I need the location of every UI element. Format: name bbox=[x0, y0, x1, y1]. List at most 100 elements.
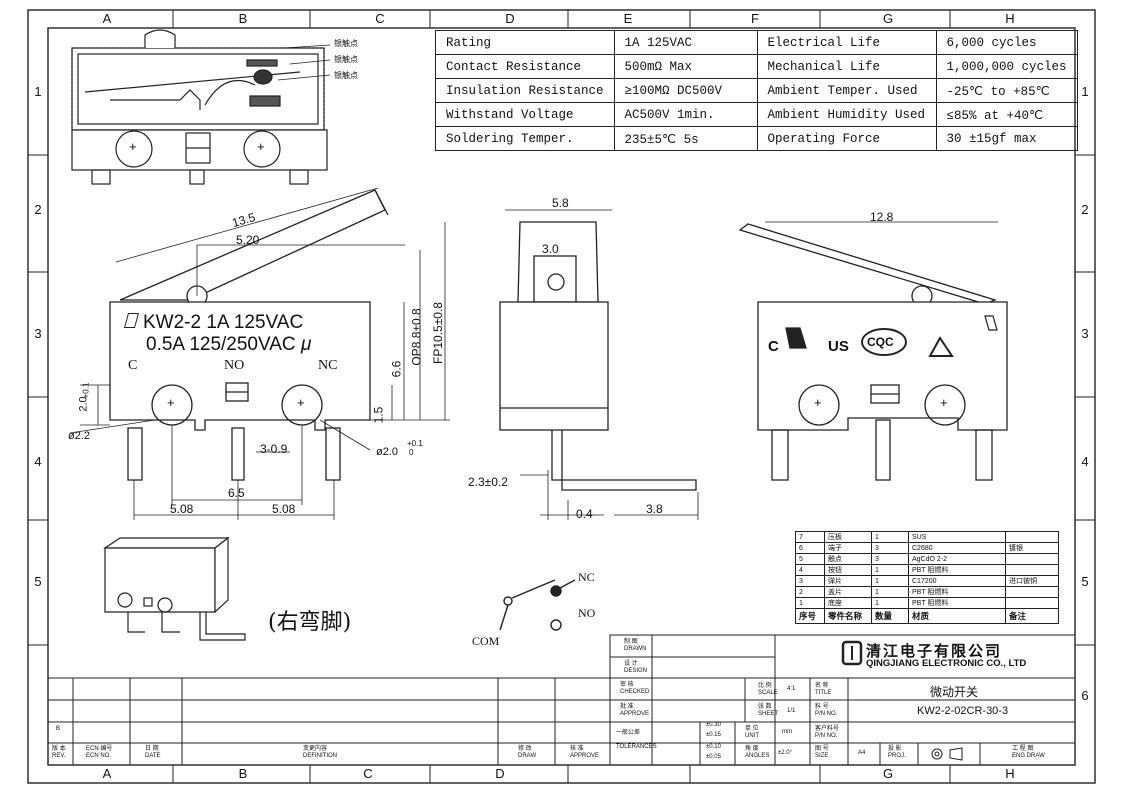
bom-cell: 镀银 bbox=[1005, 542, 1059, 554]
zone-col-b-bottom: B bbox=[238, 766, 248, 781]
terminal-c-label: C bbox=[128, 358, 138, 373]
bom-cell: 1 bbox=[871, 564, 909, 576]
angle-value: ±2.0° bbox=[778, 750, 793, 756]
bom-cell: 5 bbox=[795, 553, 825, 565]
zone-col-c-top: C bbox=[375, 11, 385, 26]
bom-cell: 弹片 bbox=[824, 575, 872, 587]
zone-col-a-bottom: A bbox=[102, 766, 112, 781]
dim-pin-gap: 3-0.9 bbox=[260, 442, 288, 456]
zone-row-5-right: 5 bbox=[1081, 574, 1089, 589]
zone-col-e-top: E bbox=[623, 11, 633, 26]
spec-label: Electrical Life bbox=[756, 30, 937, 55]
section-view bbox=[71, 29, 331, 185]
zone-col-b-top: B bbox=[238, 11, 248, 26]
sheet-value: 1/1 bbox=[787, 708, 796, 714]
bom-cell: 进口铍铜 bbox=[1005, 575, 1059, 587]
dim-bend-length: 3.8 bbox=[646, 502, 663, 516]
dim-fp: FP10.5±0.8 bbox=[430, 302, 445, 364]
rev-letter: B bbox=[56, 726, 61, 732]
scale-value: 4:1 bbox=[787, 686, 796, 692]
bom-header-cell: 序号 bbox=[795, 608, 825, 624]
bom-row: 5 触点 3 AgCdO 2-2 bbox=[795, 553, 1059, 565]
dim-body-height: 6.6 bbox=[389, 360, 404, 378]
bom-cell: PBT 阻燃料 bbox=[908, 564, 1006, 576]
spec-row: Withstand Voltage AC500V 1min. Ambient H… bbox=[435, 102, 1078, 127]
dim-tol-plus: +0.1 bbox=[81, 382, 91, 399]
zone-col-h-top: H bbox=[1005, 11, 1015, 26]
hole-mark-top-right: + bbox=[257, 139, 265, 154]
spec-value: AC500V 1min. bbox=[613, 102, 758, 127]
zone-col-h-bottom: H bbox=[1005, 766, 1015, 781]
bom-cell: 1 bbox=[795, 597, 825, 609]
dim-side-inner: 3.0 bbox=[542, 242, 559, 256]
bom-row: 2 盖片 1 PBT 阻燃料 bbox=[795, 586, 1059, 598]
bom-header-cell: 材质 bbox=[908, 608, 1006, 624]
bom-row: 6 端子 3 C2680 镀银 bbox=[795, 542, 1059, 554]
bom-header-row: 序号 零件名称 数量 材质 备注 bbox=[795, 608, 1059, 624]
bom-header-cell: 数量 bbox=[871, 608, 909, 624]
dim-thickness: 0.4 bbox=[576, 507, 593, 521]
zone-row-3-left: 3 bbox=[34, 326, 42, 341]
callout-silver-contact-1: 银触点 bbox=[334, 39, 358, 48]
cert-c-label: C bbox=[768, 338, 779, 355]
spec-label: Rating bbox=[435, 30, 615, 55]
dim-roller-pos: 5.20 bbox=[236, 233, 260, 247]
bom-cell: 4 bbox=[795, 564, 825, 576]
tol-value: ±0.15 bbox=[706, 732, 721, 738]
bom-cell: C17200 bbox=[908, 575, 1006, 587]
tol-value: ±0.05 bbox=[706, 754, 721, 760]
bom-cell: 1 bbox=[871, 531, 909, 543]
bom-cell: 底座 bbox=[824, 597, 872, 609]
dim-center-span: 6.5 bbox=[228, 486, 245, 500]
bom-cell: 1 bbox=[871, 597, 909, 609]
switch-schematic bbox=[499, 579, 576, 631]
spec-row: Rating 1A 125VAC Electrical Life 6,000 c… bbox=[435, 30, 1078, 55]
zone-row-5-left: 5 bbox=[34, 574, 42, 589]
title-block-lines bbox=[47, 634, 1076, 766]
spec-label: Contact Resistance bbox=[435, 54, 615, 79]
dim-tol-minus-right: 0 bbox=[409, 448, 414, 457]
spec-row: Contact Resistance 500mΩ Max Mechanical … bbox=[435, 54, 1078, 79]
dim-hole-left: ø2.2 bbox=[68, 430, 91, 442]
spec-value: -25℃ to +85℃ bbox=[935, 78, 1078, 103]
iso-view bbox=[103, 536, 246, 641]
hole-mark-back-left: + bbox=[814, 395, 822, 410]
zone-col-d-top: D bbox=[505, 11, 515, 26]
part-number: KW2-2-02CR-30-3 bbox=[917, 705, 1009, 717]
zone-col-a-top: A bbox=[102, 11, 112, 26]
bom-cell: 压板 bbox=[824, 531, 872, 543]
terminal-no-label: NO bbox=[224, 358, 245, 373]
marking-text-2: 0.5A 125/250VAC bbox=[146, 334, 296, 355]
bom-row: 3 弹片 1 C17200 进口铍铜 bbox=[795, 575, 1059, 587]
size-value: A4 bbox=[858, 750, 866, 756]
spec-value: ≤85% at +40℃ bbox=[935, 102, 1078, 127]
zone-row-4-right: 4 bbox=[1081, 454, 1089, 469]
bom-row: 1 底座 1 PBT 阻燃料 bbox=[795, 597, 1059, 609]
cert-cqc-label: CQC bbox=[867, 335, 894, 349]
hole-mark-left: + bbox=[167, 395, 175, 410]
bom-cell: 7 bbox=[795, 531, 825, 543]
bom-cell: 3 bbox=[871, 553, 909, 565]
marking-line-1: KW2-2 1A 125VAC bbox=[123, 312, 303, 334]
bom-cell: 3 bbox=[871, 542, 909, 554]
zone-col-g-top: G bbox=[882, 11, 894, 26]
bom-cell bbox=[1005, 531, 1059, 543]
bom-cell: 端子 bbox=[824, 542, 872, 554]
hole-mark-top-left: + bbox=[129, 139, 137, 154]
zone-row-1-right: 1 bbox=[1081, 84, 1089, 99]
bom-cell: C2680 bbox=[908, 542, 1006, 554]
marking-mu: μ bbox=[300, 334, 312, 355]
bom-row: 4 按钮 1 PBT 阻燃料 bbox=[795, 564, 1059, 576]
iso-view-caption: (右弯脚) bbox=[268, 610, 352, 635]
terminal-nc-label: NC bbox=[318, 358, 338, 373]
